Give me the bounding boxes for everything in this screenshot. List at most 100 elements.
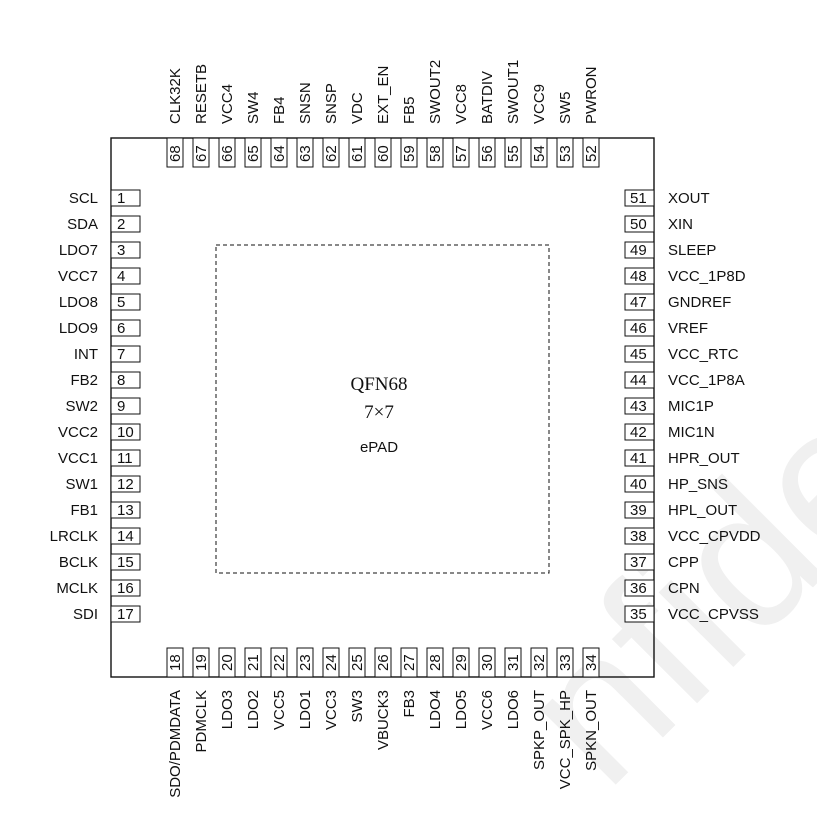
pin-label: LRCLK: [50, 528, 98, 545]
pin-number: 35: [630, 606, 647, 623]
pin-box: [110, 527, 141, 545]
pin-number: 26: [375, 654, 392, 671]
pin-label: VCC6: [479, 690, 496, 730]
pin-box: [110, 449, 141, 467]
pin-number: 34: [583, 654, 600, 671]
pin-number: 44: [630, 372, 647, 389]
pin-box: [624, 397, 655, 415]
pin-label: SPKP_OUT: [531, 690, 548, 770]
pin-box: [624, 319, 655, 337]
pin-number: 48: [630, 268, 647, 285]
pin-number: 3: [117, 242, 125, 259]
pin-number: 9: [117, 398, 125, 415]
pin-box: [530, 647, 548, 678]
pin-label: VCC2: [58, 424, 98, 441]
pin-label: LDO7: [59, 242, 98, 259]
pin-label: SDO/PDMDATA: [167, 690, 184, 798]
pin-box: [374, 137, 392, 168]
pin-box: [624, 241, 655, 259]
pin-label: HP_SNS: [668, 476, 728, 493]
pin-number: 20: [219, 654, 236, 671]
pin-box: [110, 553, 141, 571]
pin-box: [270, 647, 288, 678]
pin-box: [400, 137, 418, 168]
pin-box: [624, 293, 655, 311]
pin-label: VBUCK3: [375, 690, 392, 750]
pin-label: VCC8: [453, 84, 470, 124]
pin-box: [624, 215, 655, 233]
pin-number: 30: [479, 654, 496, 671]
pin-label: SW2: [65, 398, 98, 415]
pin-number: 41: [630, 450, 647, 467]
pin-label: VCC_CPVDD: [668, 528, 761, 545]
pin-box: [452, 137, 470, 168]
pin-box: [426, 137, 444, 168]
pin-box: [348, 647, 366, 678]
pin-number: 21: [245, 654, 262, 671]
pin-label: LDO1: [297, 690, 314, 729]
pin-label: LDO9: [59, 320, 98, 337]
pin-number: 61: [349, 145, 366, 162]
epad-label: ePAD: [360, 439, 398, 456]
pin-number: 39: [630, 502, 647, 519]
pin-number: 37: [630, 554, 647, 571]
pin-number: 52: [583, 145, 600, 162]
pin-box: [582, 647, 600, 678]
pin-number: 13: [117, 502, 134, 519]
pin-box: [110, 319, 141, 337]
pin-box: [110, 241, 141, 259]
pin-label: VDC: [349, 92, 366, 124]
pin-number: 57: [453, 145, 470, 162]
pin-box: [218, 137, 236, 168]
pin-label: VCC1: [58, 450, 98, 467]
pin-label: FB4: [271, 96, 288, 124]
pin-number: 58: [427, 145, 444, 162]
pin-label: LDO6: [505, 690, 522, 729]
pin-number: 27: [401, 654, 418, 671]
pin-label: HPL_OUT: [668, 502, 737, 519]
pin-label: VCC_CPVSS: [668, 606, 759, 623]
pin-box: [110, 189, 141, 207]
pin-box: [624, 475, 655, 493]
pin-label: XIN: [668, 216, 693, 233]
pin-label: VCC_1P8D: [668, 268, 746, 285]
pin-number: 7: [117, 346, 125, 363]
pin-number: 18: [167, 654, 184, 671]
pin-box: [530, 137, 548, 168]
pin-number: 47: [630, 294, 647, 311]
pin-number: 53: [557, 145, 574, 162]
pin-box: [244, 647, 262, 678]
pin-label: MIC1P: [668, 398, 714, 415]
pin-box: [296, 647, 314, 678]
pin-number: 55: [505, 145, 522, 162]
pin-box: [504, 647, 522, 678]
pin-label: CPP: [668, 554, 699, 571]
pin-number: 32: [531, 654, 548, 671]
pin-box: [624, 189, 655, 207]
pin-number: 15: [117, 554, 134, 571]
pin-number: 19: [193, 654, 210, 671]
pin-box: [110, 605, 141, 623]
pin-box: [110, 397, 141, 415]
pin-label: VCC5: [271, 690, 288, 730]
pin-number: 1: [117, 190, 125, 207]
pin-label: VCC3: [323, 690, 340, 730]
pin-box: [110, 579, 141, 597]
pin-label: SWOUT1: [505, 60, 522, 124]
pin-number: 66: [219, 145, 236, 162]
pin-label: SNSN: [297, 82, 314, 124]
pin-number: 60: [375, 145, 392, 162]
pin-label: MCLK: [56, 580, 98, 597]
pin-number: 56: [479, 145, 496, 162]
pin-box: [322, 647, 340, 678]
pin-box: [624, 345, 655, 363]
pin-box: [110, 475, 141, 493]
pin-number: 62: [323, 145, 340, 162]
pin-label: VCC_RTC: [668, 346, 739, 363]
pin-label: RESETB: [193, 64, 210, 124]
pin-label: SW5: [557, 91, 574, 124]
pin-label: LDO3: [219, 690, 236, 729]
pin-box: [582, 137, 600, 168]
pin-label: LDO5: [453, 690, 470, 729]
